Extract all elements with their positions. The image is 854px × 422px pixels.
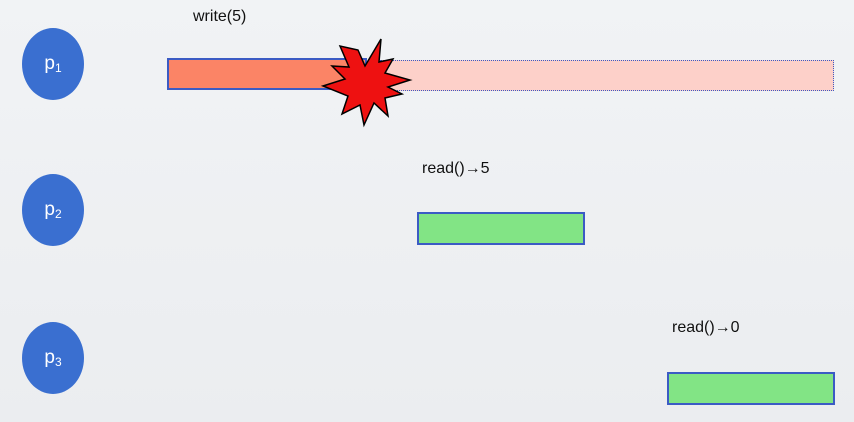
write-pending-bar xyxy=(380,60,834,91)
read-p2-label: read()→5 xyxy=(422,160,490,177)
process-p3-label: p xyxy=(44,347,55,368)
read-p3-label: read()→0 xyxy=(672,319,740,336)
explosion-icon xyxy=(320,38,413,128)
write-bar xyxy=(167,58,367,90)
process-p1-subscript: 1 xyxy=(54,61,62,75)
write-label: write(5) xyxy=(193,8,247,25)
process-p3-subscript: 3 xyxy=(54,355,62,369)
process-p2-label: p xyxy=(44,199,55,220)
read-p3-bar xyxy=(667,372,835,405)
process-p2-subscript: 2 xyxy=(54,207,62,221)
read-p2-bar xyxy=(417,212,585,245)
process-p1-label: p xyxy=(44,53,55,74)
